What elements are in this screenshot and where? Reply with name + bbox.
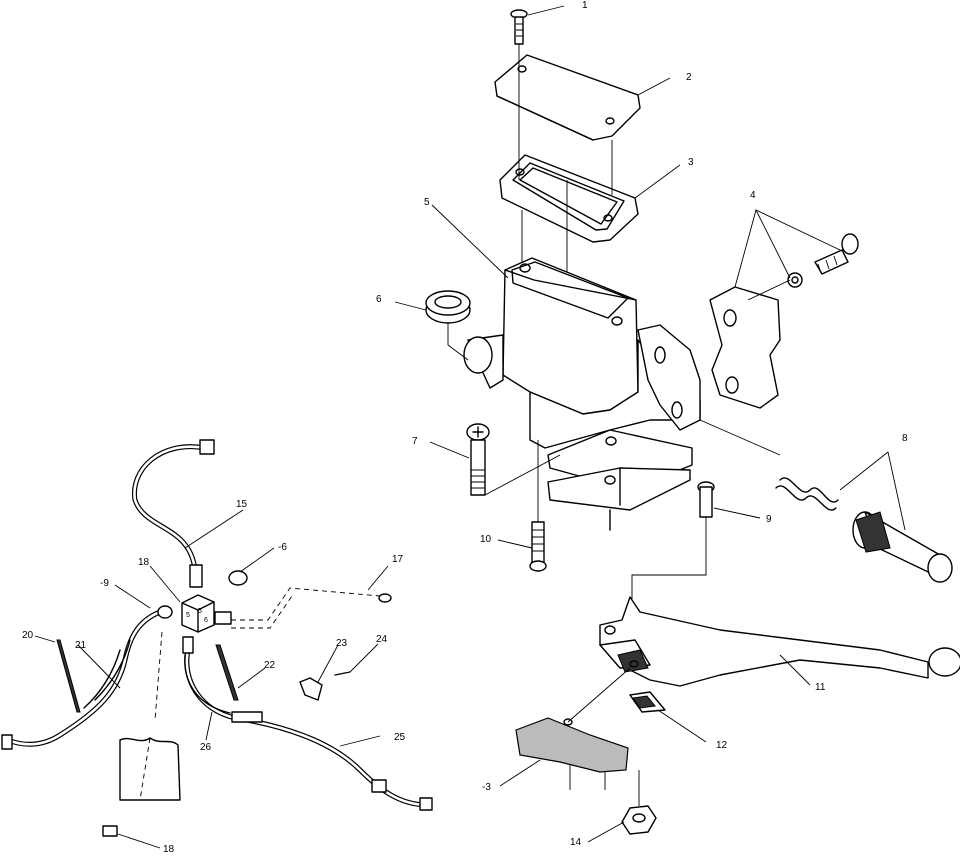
callout-13: 7	[412, 436, 418, 447]
callout-22: 26	[200, 742, 212, 753]
piston-assembly-part-6	[699, 419, 953, 583]
callout-17: 17	[392, 554, 404, 565]
fitting-label-c: 6	[204, 617, 208, 624]
callout-25: -9	[100, 578, 109, 589]
pivot-bolt-part-13	[466, 423, 561, 496]
callout-3: 2	[686, 72, 692, 83]
fitting-block-labels: 5 5 6	[186, 608, 208, 624]
callout-leaders	[34, 5, 906, 849]
callout-24: 21	[75, 640, 87, 651]
callout-5: 4	[750, 190, 756, 201]
callout-2: 1	[582, 0, 588, 11]
adjuster-part-11	[515, 667, 631, 790]
callout-7: 9	[766, 514, 772, 525]
callout-8: 11	[815, 682, 826, 693]
fitting-label-a: 5	[186, 612, 190, 619]
callout-11: -3	[482, 782, 491, 793]
callout-21: 25	[394, 732, 406, 743]
callout-26: 18	[138, 557, 150, 568]
callout-6: 8	[902, 433, 908, 444]
callout-9-lever: 12	[716, 740, 728, 751]
diaphragm-part-4	[499, 154, 639, 243]
callout-15: 15	[236, 499, 248, 510]
callout-23: 18	[163, 844, 175, 853]
boot-part-14	[425, 290, 471, 361]
screw-part-2	[510, 9, 528, 45]
clamp-part-5	[709, 233, 859, 409]
bolt-part-12	[529, 440, 547, 572]
clip-part-9	[629, 691, 666, 713]
callout-1: 5	[424, 197, 430, 208]
callout-19: 23	[336, 638, 348, 649]
callout-20: 24	[376, 634, 388, 645]
callout-labels: 1 2 3 4 5 6 7 8 9 10 11 12 -3 14 15 -6 1…	[22, 0, 908, 855]
fitting-label-b: 5	[198, 608, 202, 615]
callout-12: 10	[480, 534, 492, 545]
brake-lever-part-8	[599, 596, 960, 687]
callout-18-left: 20	[22, 630, 34, 641]
callout-4: 3	[688, 157, 694, 168]
callout-10: 14	[570, 837, 582, 848]
brake-hose-assembly	[1, 439, 433, 837]
callout-14: 6	[376, 294, 382, 305]
reservoir-cover-part-3	[494, 54, 641, 141]
master-cylinder-body-part-1	[463, 257, 701, 531]
callout-18-mid: 22	[264, 660, 276, 671]
callout-16: -6	[278, 542, 287, 553]
nut-part-10	[621, 770, 657, 835]
